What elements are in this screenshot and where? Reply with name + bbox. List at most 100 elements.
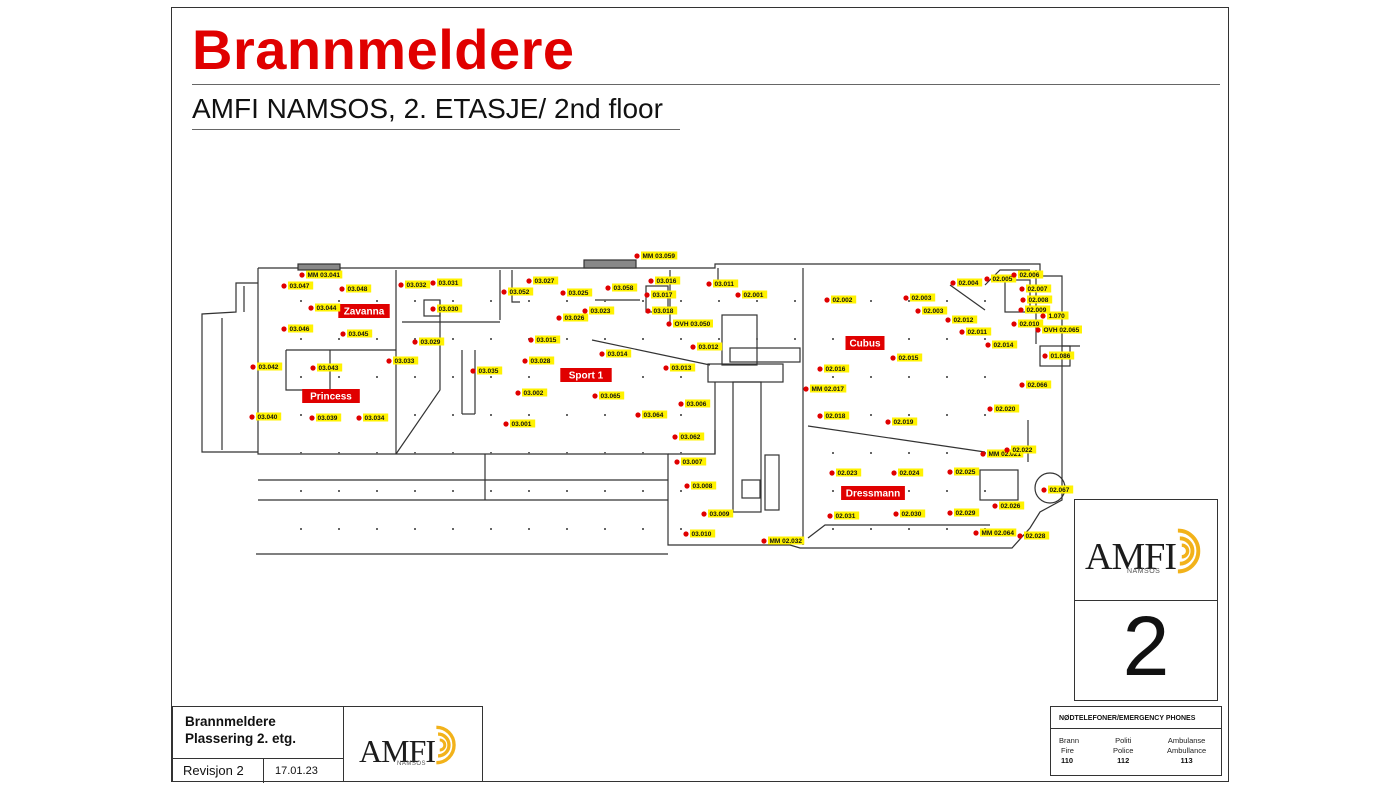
detector: 03.025	[560, 288, 593, 297]
column-mark	[300, 490, 302, 492]
room-label-bg	[841, 486, 905, 500]
column-mark	[604, 452, 606, 454]
detector: 02.003	[915, 306, 948, 315]
detector: MM 02.064	[973, 528, 1017, 537]
detector: 03.006	[678, 399, 711, 408]
detector: 03.008	[684, 481, 717, 490]
detector-label-bg	[612, 283, 638, 292]
detector-dot	[515, 390, 521, 396]
detector: MM 02.032	[761, 536, 805, 545]
detector-id: 03.029	[421, 339, 441, 346]
column-mark	[490, 338, 492, 340]
column-mark	[604, 414, 606, 416]
detector-dot	[701, 511, 707, 517]
detector-label-bg	[510, 419, 536, 428]
phone-fire-en: Fire	[1061, 746, 1074, 755]
detector: 02.031	[827, 511, 860, 520]
column-mark	[946, 452, 948, 454]
detector: 03.035	[470, 366, 503, 375]
detector-id: 03.017	[653, 292, 673, 299]
detector-dot	[430, 280, 436, 286]
detector: 03.058	[605, 283, 638, 292]
detector-dot	[706, 281, 712, 287]
phone-ambulance-no: Ambulanse	[1167, 736, 1206, 745]
detector: 03.014	[599, 349, 632, 358]
detector-dot	[281, 326, 287, 332]
column-mark	[490, 452, 492, 454]
detector-label-bg	[655, 276, 681, 285]
detector: 01.086	[1042, 351, 1075, 360]
detector-id: MM 02.032	[770, 538, 803, 545]
detector: 03.042	[250, 362, 283, 371]
detector-id: 02.026	[1001, 503, 1021, 510]
detector-label-bg	[306, 270, 343, 279]
detector-id: 02.016	[826, 366, 846, 373]
column-mark	[604, 528, 606, 530]
column-mark	[832, 528, 834, 530]
detector-id: 1.070	[1049, 313, 1066, 320]
detector-id: 03.032	[407, 282, 427, 289]
phone-fire-no: Brann	[1059, 736, 1080, 745]
room-label: Princess	[302, 389, 360, 403]
room-name: Sport 1	[569, 371, 604, 382]
room-name: Zavanna	[344, 307, 385, 318]
column-mark	[300, 338, 302, 340]
detector: 02.025	[947, 467, 980, 476]
room-label-bg	[302, 389, 360, 403]
detector: MM 03.059	[634, 251, 678, 260]
column-mark	[300, 300, 302, 302]
detector-label-bg	[834, 511, 860, 520]
detector-dot	[950, 280, 956, 286]
detector-label-bg	[589, 306, 615, 315]
detector-dot	[1011, 272, 1017, 278]
detector-id: 03.001	[512, 421, 532, 428]
detector-label-bg	[393, 356, 419, 365]
detector-dot	[973, 530, 979, 536]
detector-dot	[817, 413, 823, 419]
column-mark	[794, 300, 796, 302]
column-mark	[870, 528, 872, 530]
column-mark	[338, 452, 340, 454]
detector-label-bg	[1026, 380, 1052, 389]
detector-label-bg	[836, 468, 862, 477]
column-grid	[300, 300, 986, 530]
column-mark	[604, 490, 606, 492]
detector: 03.028	[522, 356, 555, 365]
detector-dot	[1035, 327, 1041, 333]
detector-label-bg	[966, 327, 992, 336]
detector-id: 02.007	[1028, 286, 1048, 293]
detector-dot	[281, 283, 287, 289]
detector-id: 02.003	[912, 295, 932, 302]
column-mark	[604, 300, 606, 302]
detector: 03.043	[310, 363, 343, 372]
logo-wordmark: AMFI	[1085, 536, 1177, 578]
detector: 1.070	[1040, 311, 1069, 320]
column-mark	[946, 490, 948, 492]
column-mark	[642, 376, 644, 378]
detector: 03.029	[412, 337, 445, 346]
detector-id: 03.030	[439, 306, 459, 313]
room-label: Sport 1	[560, 368, 612, 382]
column-mark	[870, 414, 872, 416]
column-mark	[908, 528, 910, 530]
column-mark	[490, 528, 492, 530]
detector-id: 03.012	[699, 344, 719, 351]
revision-label: Revisjon 2	[183, 763, 244, 778]
title-block-col-divider	[343, 707, 344, 781]
detector: 02.009	[1018, 305, 1051, 314]
title-block: Brannmeldere Plassering 2. etg. Revisjon…	[172, 706, 483, 783]
column-mark	[946, 528, 948, 530]
detector-dot	[526, 278, 532, 284]
column-mark	[338, 528, 340, 530]
detector-dot	[560, 290, 566, 296]
detector: 02.004	[950, 278, 983, 287]
column-mark	[376, 490, 378, 492]
detector-id: 03.033	[395, 358, 415, 365]
column-mark	[414, 528, 416, 530]
column-mark	[680, 452, 682, 454]
detector-label-bg	[642, 410, 668, 419]
detector: 03.009	[701, 509, 734, 518]
detector-dot	[987, 406, 993, 412]
detector: 02.067	[1041, 485, 1074, 494]
column-mark	[300, 376, 302, 378]
